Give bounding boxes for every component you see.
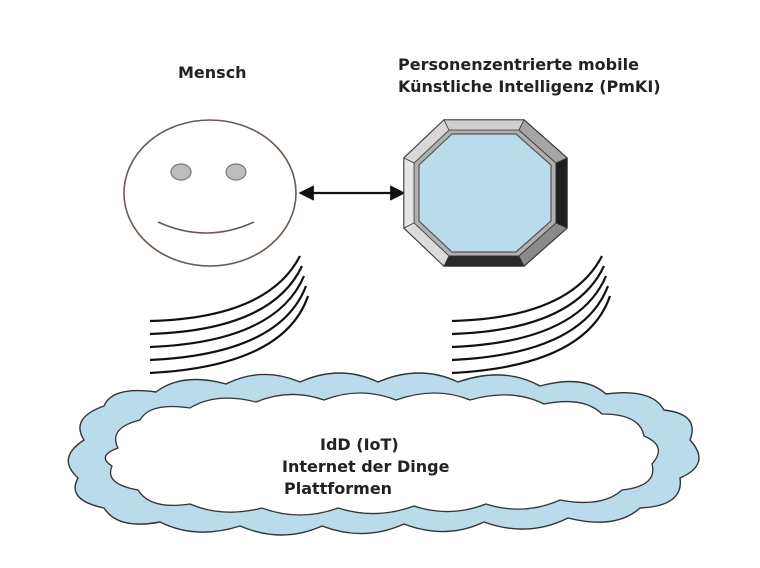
ai-label: Personenzentrierte mobile Künstliche Int… bbox=[398, 54, 661, 98]
cloud-label: IdD (IoT) Internet der Dinge Plattformen bbox=[282, 434, 472, 500]
cloud-label-line-1: IdD (IoT) bbox=[320, 435, 399, 454]
human-label: Mensch bbox=[178, 63, 247, 82]
cloud-label-line-2: Internet der Dinge bbox=[282, 457, 450, 476]
cloud-label-line-3: Plattformen bbox=[284, 479, 393, 498]
left-connection-lines bbox=[149, 255, 310, 375]
right-connection-lines bbox=[451, 255, 612, 375]
ai-label-line-2: Künstliche Intelligenz (PmKI) bbox=[398, 77, 661, 96]
human-face bbox=[123, 119, 297, 267]
ai-octagon bbox=[403, 119, 568, 267]
mouth bbox=[157, 221, 255, 234]
right-eye bbox=[225, 163, 247, 181]
left-eye bbox=[170, 163, 192, 181]
ai-label-line-1: Personenzentrierte mobile bbox=[398, 55, 639, 74]
iot-cloud bbox=[67, 372, 700, 536]
